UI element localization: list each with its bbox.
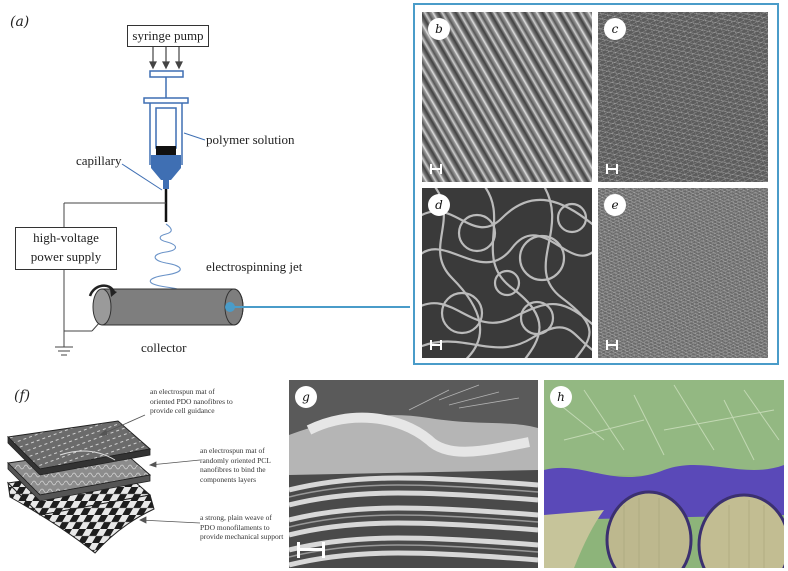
note-random-pcl: an electrospun mat of randomly oriented … [200, 446, 271, 484]
panel-f-label: (f) [14, 388, 31, 404]
scale-bar-icon [606, 164, 618, 174]
syringe-pump-box: syringe pump [127, 25, 209, 47]
collector-cylinder [88, 284, 244, 326]
sem-label-e: e [604, 194, 626, 216]
sem-image-aligned-fibres: b [422, 12, 592, 182]
syringe-pump-label: syringe pump [132, 28, 204, 43]
layered-cross-section-texture [289, 380, 538, 568]
scale-bar-icon [430, 164, 442, 174]
scale-bar-icon [297, 542, 325, 558]
syringe-icon [143, 70, 189, 165]
scale-bar-icon [606, 340, 618, 350]
sem-image-dense-random-fibres: e [598, 188, 768, 358]
sem-label-d: d [428, 194, 450, 216]
electrospinning-jet-label: electrospinning jet [206, 259, 303, 274]
scale-bar-icon [430, 340, 442, 350]
sem-image-frame: b c d e [413, 3, 779, 365]
sem-label-g: g [295, 386, 317, 408]
pump-arrows [149, 47, 183, 70]
sem-label-c: c [604, 18, 626, 40]
curly-fibre-texture [422, 188, 592, 358]
sem-image-cross-section-colored: h [544, 380, 784, 568]
plunger-head [156, 146, 176, 155]
sem-label-h: h [550, 386, 572, 408]
colored-layer-texture [544, 380, 784, 568]
polymer-solution-label: polymer solution [206, 132, 295, 147]
sem-label-b: b [428, 18, 450, 40]
sem-image-curly-fibres: d [422, 188, 592, 358]
circuit-wires [55, 202, 166, 356]
sem-image-random-fine-fibres: c [598, 12, 768, 182]
polymer-solution-fill [151, 155, 181, 180]
capillary-label: capillary [76, 153, 122, 168]
collector-label: collector [141, 340, 187, 355]
note-plain-weave: a strong, plain weave of PDO monofilamen… [200, 513, 284, 541]
note-oriented-pdo: an electrospun mat of oriented PDO nanof… [150, 387, 233, 415]
power-supply-line1: high-voltage [33, 230, 99, 245]
panel-a-label: (a) [10, 14, 30, 30]
power-supply-box: high-voltage power supply [15, 227, 117, 270]
sem-image-cross-section-grey: g [289, 380, 538, 568]
electrospinning-setup-diagram [55, 47, 410, 356]
layered-scaffold-diagram [6, 414, 201, 554]
power-supply-line2: power supply [30, 249, 102, 264]
